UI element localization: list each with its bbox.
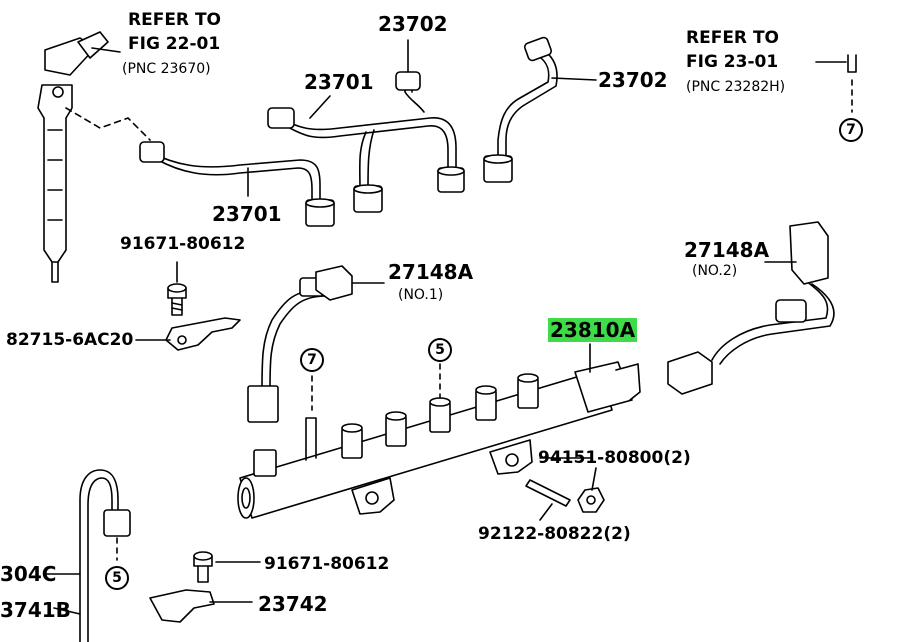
part-23810a: 23810A (548, 318, 638, 342)
injector-drawing (38, 32, 108, 282)
ref-pin (848, 55, 856, 112)
pipe-23702-top (396, 72, 424, 112)
pipe-23702-right (484, 36, 557, 182)
part-92122: 92122-80822(2) (478, 524, 631, 544)
part-23701-top: 23701 (304, 70, 374, 94)
callout-7-top: 7 (839, 118, 863, 142)
part-94151: 94151-80800(2) (538, 448, 691, 468)
callout-7-mid: 7 (300, 348, 324, 372)
part-23702-top: 23702 (378, 12, 448, 36)
bracket-82715 (166, 318, 240, 350)
nut-94151 (578, 488, 604, 512)
pipe-23701-lower (140, 142, 334, 226)
pipe-23701-upper (268, 108, 464, 212)
bolt-top (168, 262, 186, 315)
part-23701-bottom: 23701 (212, 202, 282, 226)
fuel-rail (238, 362, 640, 518)
part-91671-bottom: 91671-80612 (264, 554, 390, 574)
harness-no1 (248, 266, 352, 422)
ref-fig-22-01-pnc: (PNC 23670) (122, 61, 211, 77)
part-27148a-no1: 27148A (388, 260, 474, 284)
bolt-bottom (194, 552, 212, 582)
pipe-lower-left (80, 470, 130, 642)
stud-92122 (526, 480, 570, 506)
harness-no2 (668, 222, 834, 394)
ref-fig-23-01-line1: REFER TO (686, 28, 779, 48)
part-27148a-no2: 27148A (684, 238, 770, 262)
part-23742: 23742 (258, 592, 328, 616)
callout-5-mid: 5 (428, 338, 452, 362)
part-82715: 82715-6AC20 (6, 330, 134, 350)
leader-lines (46, 40, 846, 614)
callout-5-low: 5 (105, 566, 129, 590)
dashed-link-injector (66, 108, 150, 140)
part-23702-right: 23702 (598, 68, 668, 92)
part-3741b: 3741B (0, 598, 71, 622)
part-304c: 304C (0, 562, 57, 586)
ref-fig-22-01-line2: FIG 22-01 (128, 34, 221, 54)
bracket-23742 (150, 590, 214, 622)
part-23810a-highlight: 23810A (548, 318, 638, 342)
part-27148a-no2-sub: (NO.2) (692, 263, 738, 279)
ref-fig-23-01-pnc: (PNC 23282H) (686, 79, 786, 95)
ref-fig-22-01-line1: REFER TO (128, 10, 221, 30)
part-27148a-no1-sub: (NO.1) (398, 287, 444, 303)
ref-fig-23-01-line2: FIG 23-01 (686, 52, 779, 72)
part-91671-top: 91671-80612 (120, 234, 246, 254)
